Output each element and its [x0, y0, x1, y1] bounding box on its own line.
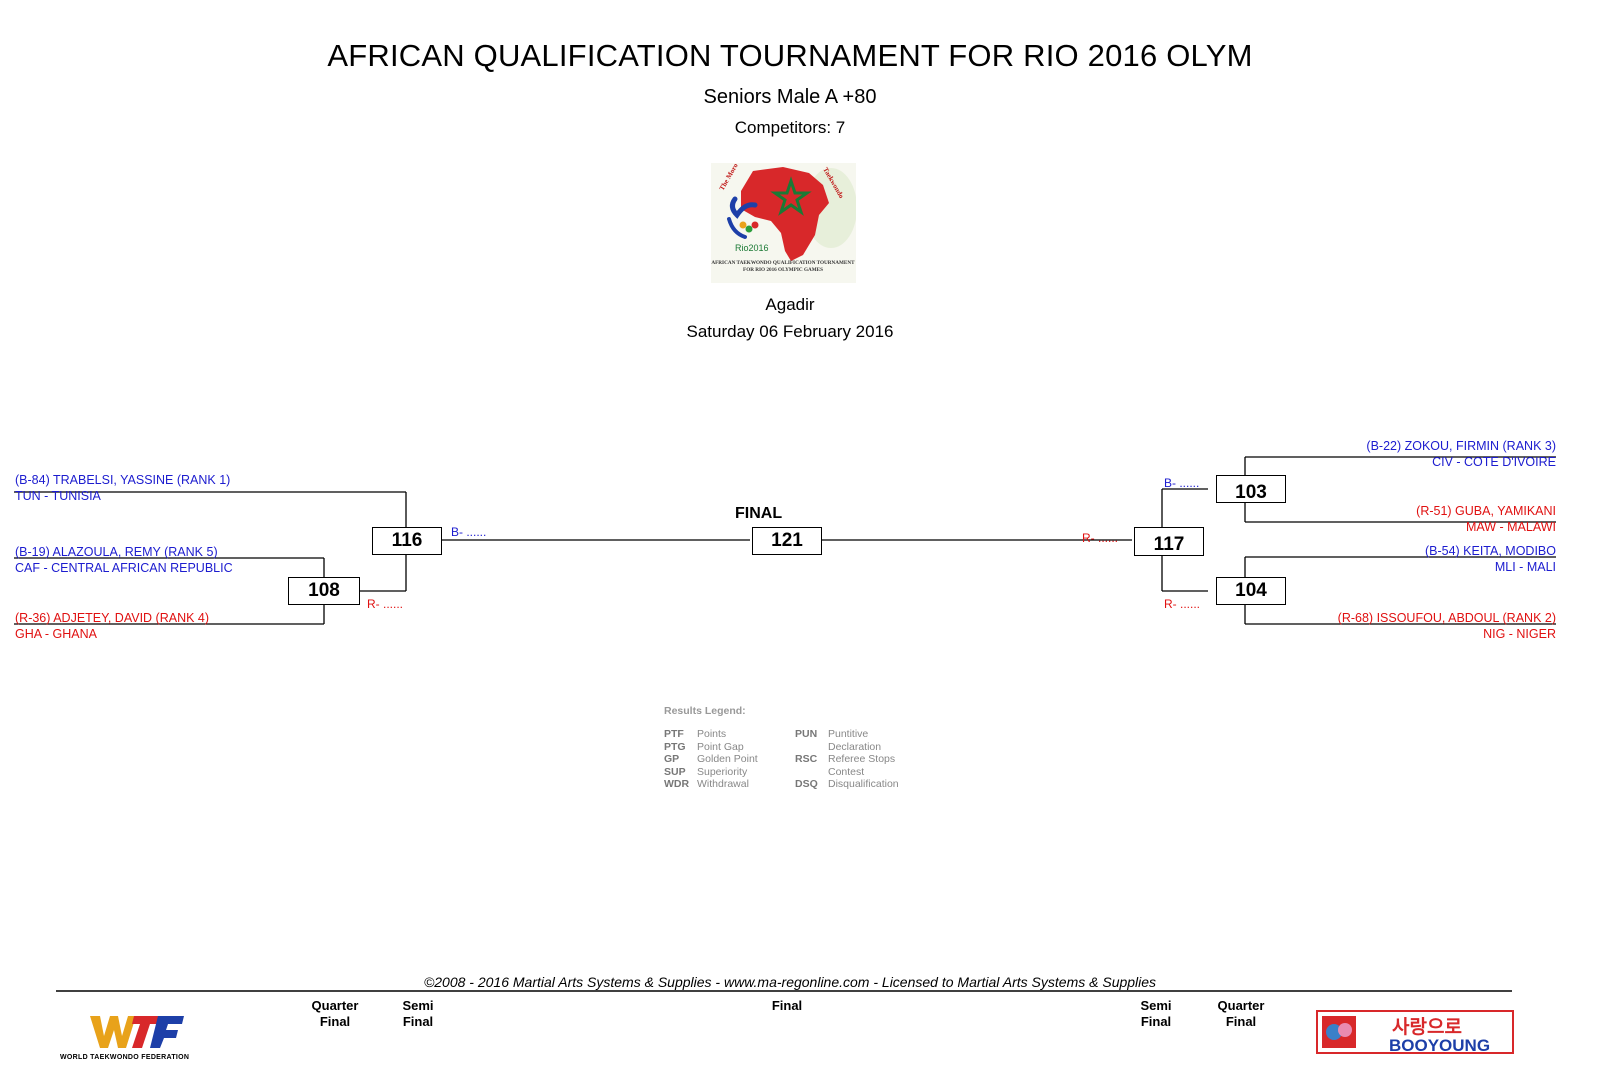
match-box-121-final[interactable]: 121 — [752, 527, 822, 555]
booyoung-logo-icon: 사랑으로 BOOYOUNG — [1316, 1010, 1514, 1055]
legend-codes-right: PUN RSC DSQ — [795, 728, 818, 791]
legend-code: SUP — [664, 765, 686, 778]
legend-desc: Points — [697, 728, 727, 740]
legend-desc: Referee Stops — [828, 753, 896, 765]
legend-desc: Point Gap — [697, 740, 744, 753]
competitor-country: CAF - CENTRAL AFRICAN REPUBLIC — [15, 561, 233, 575]
round-label-sf-right: Semi Final — [1126, 998, 1186, 1030]
copyright-text: ©2008 - 2016 Martial Arts Systems & Supp… — [423, 974, 1157, 990]
event-logo: Rio2016 The Moro Taekwondo AFRICAN TAEKW… — [711, 162, 857, 283]
event-date: Saturday 06 February 2016 — [686, 322, 894, 341]
event-logo-graphic: Rio2016 The Moro Taekwondo AFRICAN TAEKW… — [711, 162, 857, 283]
competitor-country: CIV - COTE D'IVOIRE — [1432, 455, 1556, 469]
competitor-name: (B-22) ZOKOU, FIRMIN (RANK 3) — [1366, 439, 1556, 453]
legend-desc: Puntitive — [828, 728, 869, 740]
competitor-country: MAW - MALAWI — [1465, 520, 1556, 534]
round-label-sf-left: Semi Final — [388, 998, 448, 1030]
legend-desc: Declaration — [828, 740, 882, 753]
wtf-caption: WORLD TAEKWONDO FEDERATION — [60, 1054, 190, 1061]
match-box-117[interactable]: 117 — [1134, 527, 1204, 556]
round-label-line: Final — [319, 1014, 351, 1029]
legend-codes-left: PTF PTG GP SUP WDR — [664, 728, 689, 791]
winner-slot-104: R- ...... — [1164, 597, 1200, 611]
division-title: Seniors Male A +80 — [703, 86, 877, 108]
legend-title: Results Legend: — [664, 705, 746, 717]
round-label-line: Final — [1140, 1014, 1172, 1029]
legend-code: PTG — [664, 740, 686, 753]
round-label-line: Semi — [402, 998, 434, 1013]
round-label-qf-right: Quarter Final — [1206, 998, 1276, 1030]
sponsor-korean: 사랑으로 — [1392, 1016, 1462, 1038]
page-title: AFRICAN QUALIFICATION TOURNAMENT FOR RIO… — [327, 38, 1253, 73]
legend-desc: Withdrawal — [697, 778, 749, 790]
round-label-line: Quarter — [311, 998, 359, 1013]
winner-slot-103: B- ...... — [1164, 476, 1200, 490]
competitor-count: Competitors: 7 — [734, 118, 846, 137]
legend-desc: Contest — [828, 765, 865, 778]
logo-caption-2: FOR RIO 2016 OLYMPIC GAMES — [743, 267, 823, 273]
round-label-final: Final — [771, 998, 803, 1013]
round-label-line: Final — [402, 1014, 434, 1029]
competitor-name: (R-68) ISSOUFOU, ABDOUL (RANK 2) — [1337, 611, 1556, 625]
event-city: Agadir — [765, 295, 815, 314]
legend-descs-right: Puntitive Declaration Referee Stops Cont… — [828, 728, 899, 791]
competitor-name: (R-36) ADJETEY, DAVID (RANK 4) — [15, 611, 210, 625]
match-box-116[interactable]: 116 — [372, 527, 442, 555]
match-box-104[interactable]: 104 — [1216, 577, 1286, 605]
round-label-qf-left: Quarter Final — [300, 998, 370, 1030]
legend-code: PTF — [664, 728, 684, 740]
match-box-103[interactable]: 103 — [1216, 475, 1286, 503]
legend-code: RSC — [795, 753, 818, 765]
legend-code: GP — [664, 753, 680, 765]
rio-logo-text: Rio2016 — [735, 243, 769, 253]
round-label-line: Semi — [1140, 998, 1172, 1013]
winner-slot-116: B- ...... — [451, 525, 487, 539]
legend-descs-left: Points Point Gap Golden Point Superiorit… — [697, 728, 758, 791]
competitor-name: (R-51) GUBA, YAMIKANI — [1416, 504, 1556, 518]
competitor-name: (B-54) KEITA, MODIBO — [1424, 544, 1556, 558]
legend-code: DSQ — [795, 778, 818, 790]
competitor-name: (B-84) TRABELSI, YASSINE (RANK 1) — [15, 473, 231, 487]
legend-desc: Superiority — [697, 765, 748, 778]
round-label-line: Quarter — [1217, 998, 1265, 1013]
winner-slot-117: R- ...... — [1082, 531, 1118, 545]
round-label-line: Final — [1225, 1014, 1257, 1029]
legend-desc: Golden Point — [697, 753, 758, 765]
competitor-name: (B-19) ALAZOULA, REMY (RANK 5) — [15, 545, 218, 559]
sponsor-name: BOOYOUNG — [1389, 1036, 1490, 1055]
logo-caption-1: AFRICAN TAEKWONDO QUALIFICATION TOURNAME… — [711, 260, 855, 266]
competitor-country: GHA - GHANA — [15, 627, 97, 641]
match-box-108[interactable]: 108 — [288, 577, 360, 605]
legend-code: PUN — [795, 728, 818, 740]
wtf-logo-icon — [90, 1016, 184, 1048]
final-label: FINAL — [735, 505, 783, 522]
competitor-country: MLI - MALI — [1494, 560, 1556, 574]
legend-code: WDR — [664, 778, 690, 790]
competitor-country: TUN - TUNISIA — [15, 489, 101, 503]
legend-desc: Disqualification — [828, 778, 899, 790]
competitor-country: NIG - NIGER — [1483, 627, 1556, 641]
winner-slot-108: R- ...... — [367, 597, 403, 611]
